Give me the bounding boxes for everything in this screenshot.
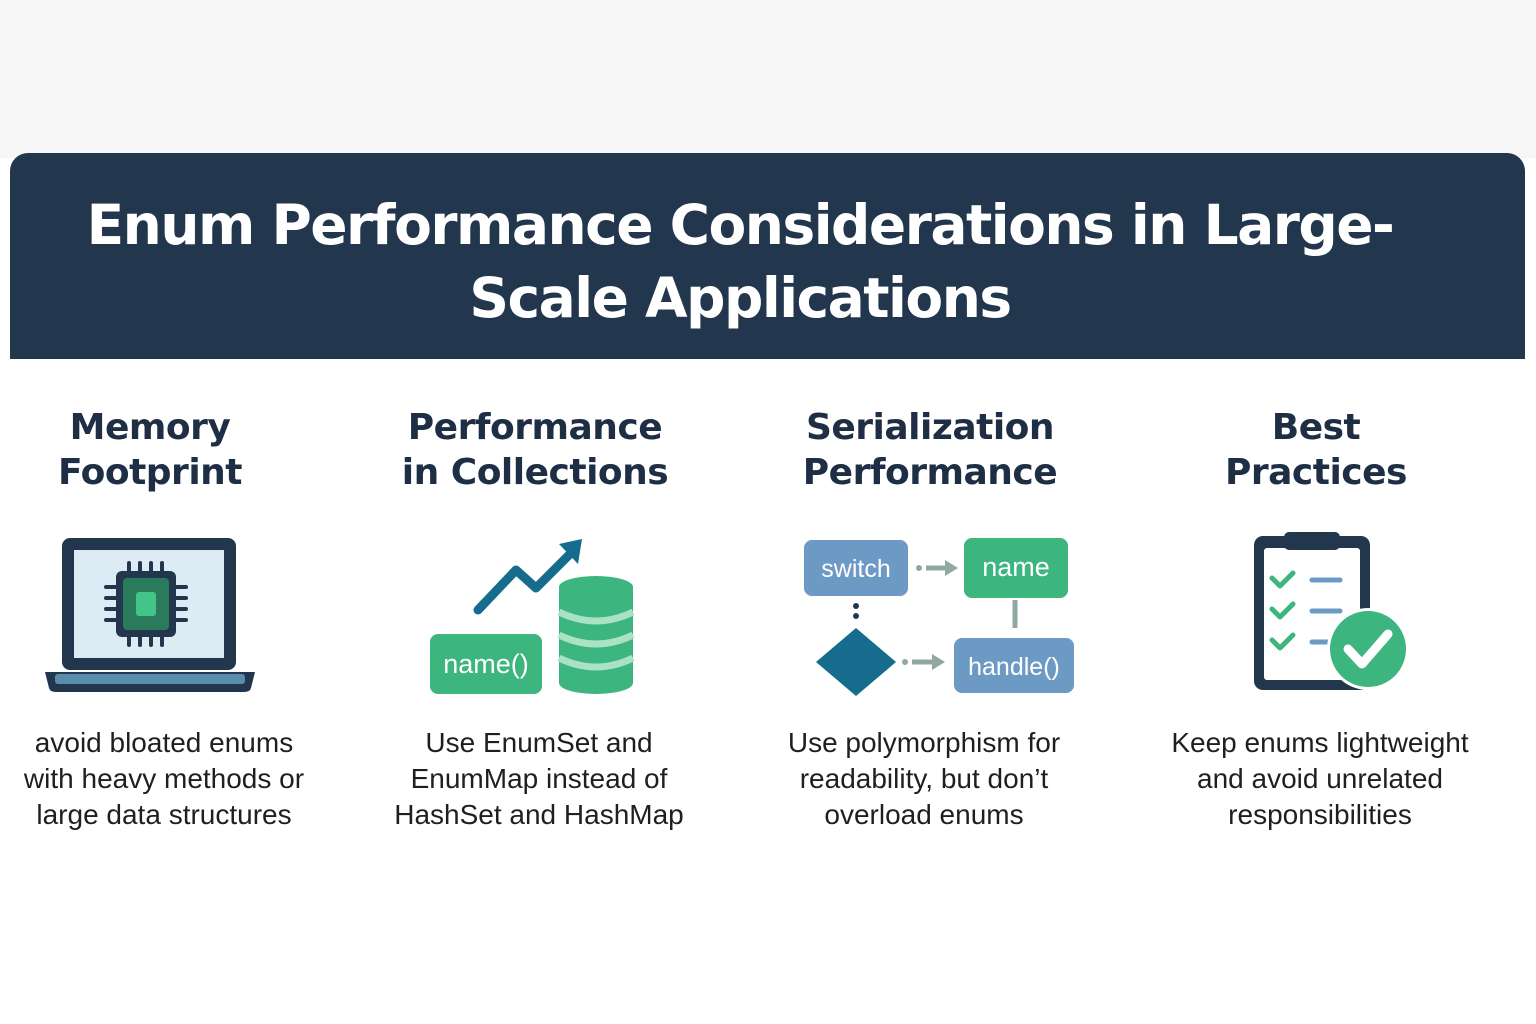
- column-title: Performance in Collections: [401, 407, 669, 493]
- column-title: Memory Footprint: [57, 407, 243, 493]
- database-icon: [557, 576, 635, 694]
- column-title: Serialization Performance: [802, 407, 1058, 493]
- top-background-band: [0, 0, 1536, 158]
- handle-node: [954, 638, 1074, 693]
- clipboard-checklist-icon: [1250, 530, 1415, 705]
- page-title: Enum Performance Considerations in Large…: [86, 193, 1395, 330]
- trend-database-icon: name(): [428, 530, 638, 705]
- arrow-right-icon: [932, 654, 945, 670]
- column-description: Keep enums lightweight and avoid unrelat…: [1171, 727, 1469, 830]
- column-description: Use EnumSet and EnumMap instead of HashS…: [394, 727, 684, 830]
- laptop-chip-icon: [45, 530, 255, 705]
- column-description: Use polymorphism for readability, but do…: [787, 727, 1061, 830]
- handle-label: handle(): [968, 653, 1060, 681]
- arrow-right-icon: [945, 560, 958, 576]
- decision-node: [816, 628, 896, 696]
- column-description: avoid bloated enums with heavy methods o…: [23, 727, 305, 830]
- header-banner: Enum Performance Considerations in Large…: [10, 153, 1525, 359]
- check-circle-icon: [1330, 611, 1406, 687]
- switch-label: switch: [821, 555, 890, 583]
- flowchart-icon: switch name handle(): [802, 533, 1077, 703]
- name-node: [964, 538, 1068, 598]
- name-method-badge: [430, 634, 542, 694]
- switch-node: [804, 540, 908, 596]
- name-label: name: [982, 552, 1050, 582]
- name-method-label: name(): [443, 649, 529, 679]
- column-title: Best Practices: [1224, 407, 1408, 493]
